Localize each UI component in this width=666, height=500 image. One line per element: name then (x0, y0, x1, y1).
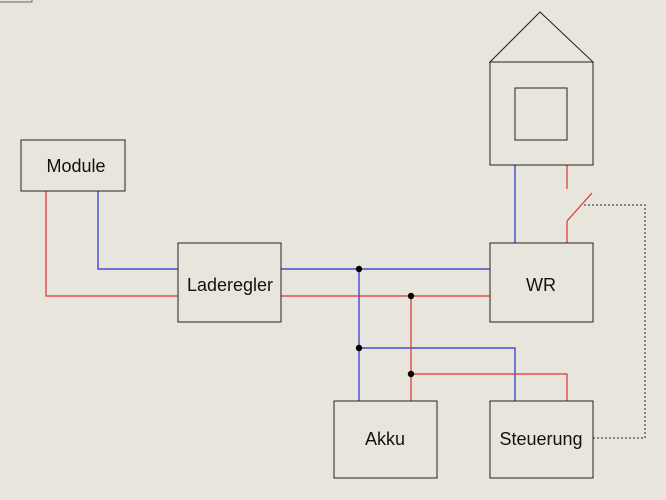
laderegler-box: Laderegler (177, 242, 282, 323)
house-icon (488, 11, 595, 166)
positive-wires (45, 165, 568, 401)
wire-steuerung-pos (411, 373, 568, 401)
switch-contact (566, 192, 593, 222)
akku-box: Akku (333, 400, 438, 479)
module-label: Module (46, 156, 105, 176)
house-window (514, 87, 568, 141)
control-signal-line (582, 204, 646, 439)
steuerung-label: Steuerung (499, 429, 582, 449)
steuerung-box: Steuerung (489, 400, 594, 479)
laderegler-label: Laderegler (187, 275, 273, 295)
wr-box: WR (489, 242, 594, 323)
wire-module-neg (97, 191, 178, 270)
module-box: Module (20, 139, 126, 192)
junction-dot (407, 370, 415, 378)
frame-remnant (0, 0, 33, 3)
akku-label: Akku (365, 429, 405, 449)
wire-module-pos (45, 191, 178, 297)
junction-dot (407, 292, 415, 300)
junction-dot (355, 265, 363, 273)
negative-wires (97, 165, 516, 401)
junction-dot (355, 344, 363, 352)
wr-label: WR (526, 275, 556, 295)
